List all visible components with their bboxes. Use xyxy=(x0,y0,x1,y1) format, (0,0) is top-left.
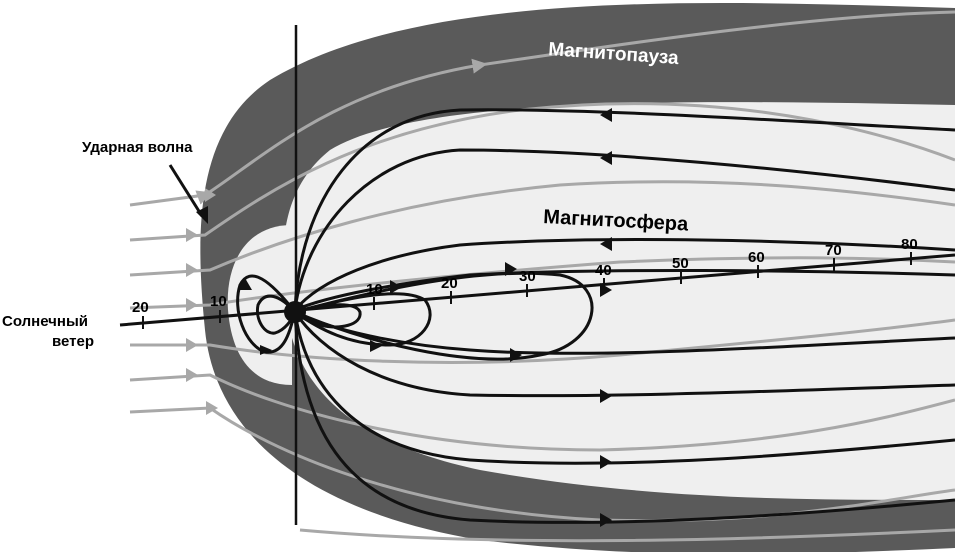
earth xyxy=(284,301,306,323)
solar-wind-label-line2: ветер xyxy=(52,333,94,350)
plasmasphere-region xyxy=(227,225,292,385)
distance-axis xyxy=(119,253,955,327)
tick-label: 50 xyxy=(672,255,689,272)
field-arrows xyxy=(238,108,612,527)
solar-wind-arrows xyxy=(186,188,218,415)
tick-label: 40 xyxy=(595,262,612,279)
shock-wave-label: Ударная волна xyxy=(82,139,193,156)
tick-label: 60 xyxy=(748,249,765,266)
tick-label: 70 xyxy=(825,242,842,259)
shock-wave-pointer xyxy=(168,164,204,217)
solar-wind-label: Солнечный xyxy=(2,313,88,330)
tick-label: 10 xyxy=(210,293,227,310)
tick-label: 10 xyxy=(366,281,383,298)
solar-wind-lines xyxy=(129,10,955,543)
tick-label: 20 xyxy=(441,275,458,292)
shock-wave-pointer-head xyxy=(196,206,208,224)
tick-label: 30 xyxy=(519,268,536,285)
tick-label: 80 xyxy=(901,236,918,253)
axis-tick-labels: 20 10 10 20 30 40 50 60 70 80 xyxy=(132,236,918,316)
axis-ticks xyxy=(142,252,912,329)
tick-label: 20 xyxy=(132,299,149,316)
field-lines xyxy=(236,108,955,524)
